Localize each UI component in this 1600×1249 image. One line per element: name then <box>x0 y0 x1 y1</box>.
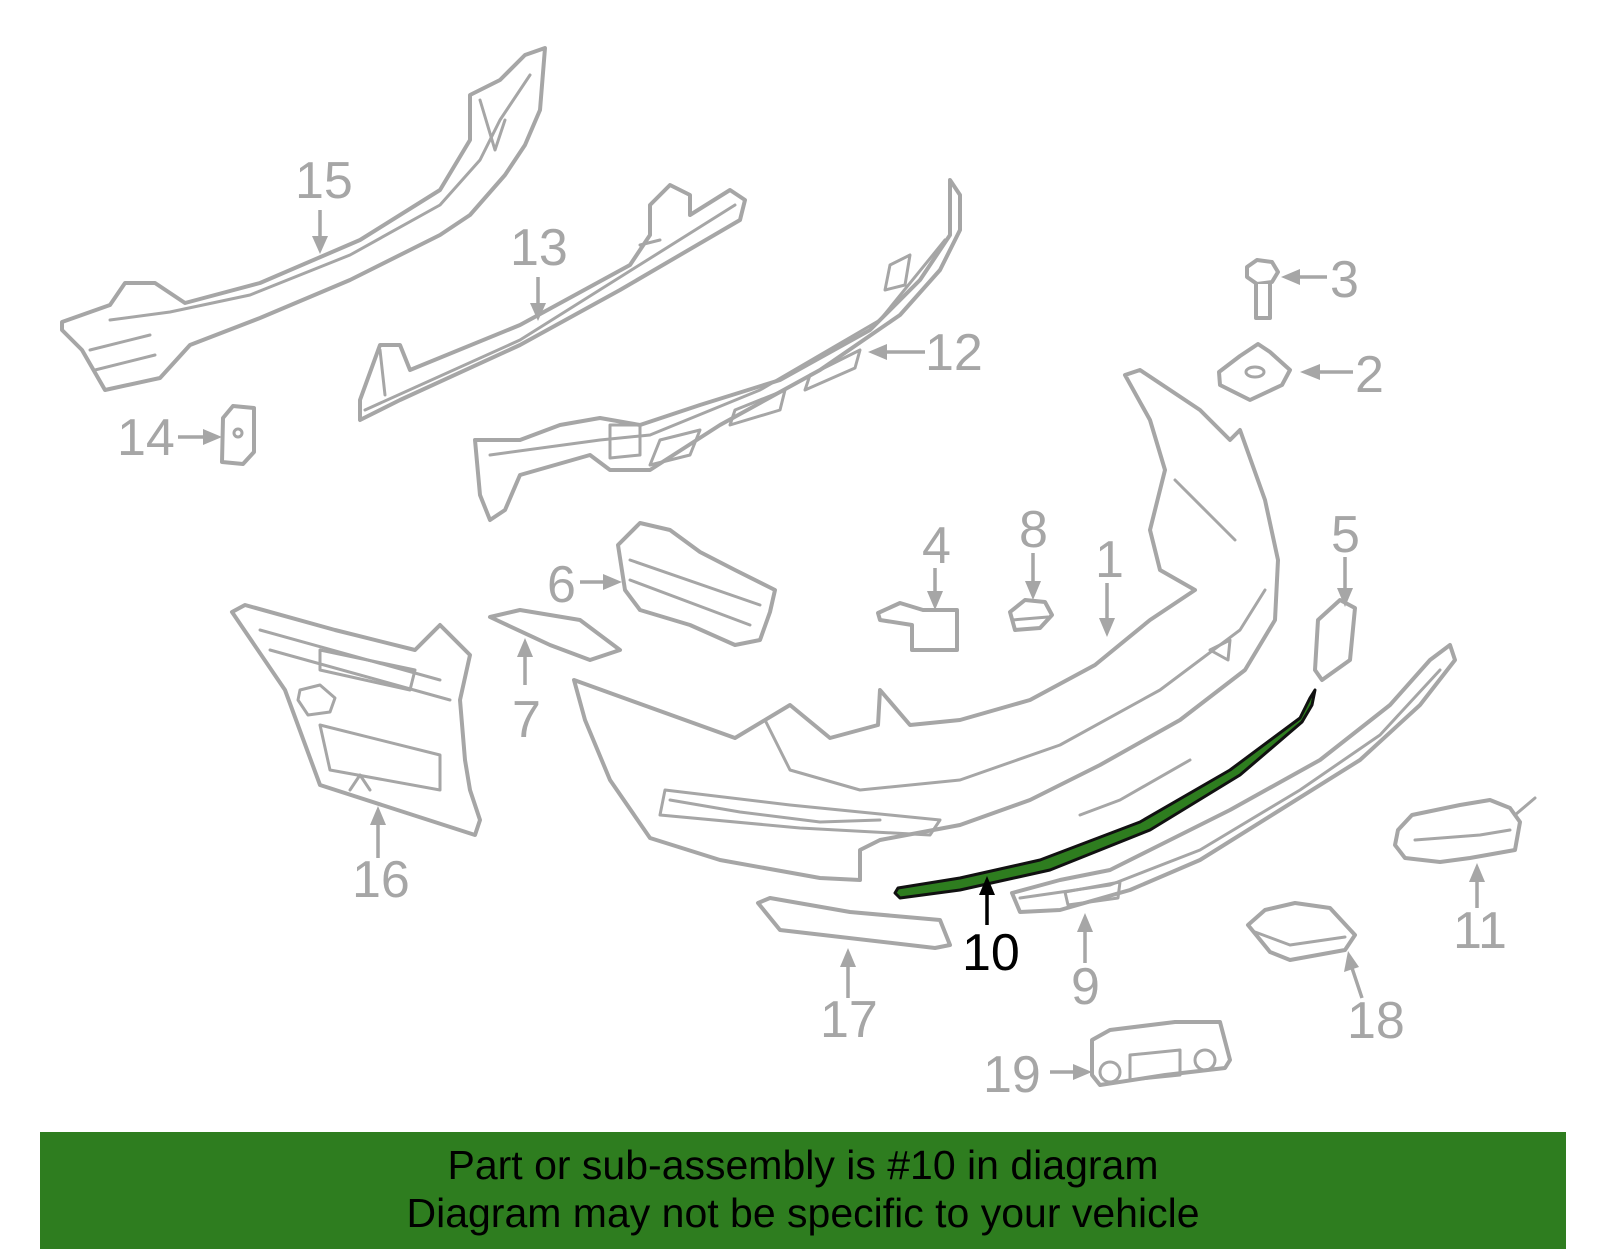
part-6-side-bracket[interactable] <box>616 521 777 647</box>
part-8-clip[interactable] <box>1008 598 1054 632</box>
part-3-bolt[interactable] <box>1245 258 1280 320</box>
callout-16: 16 <box>352 851 410 909</box>
part-5-reflector[interactable] <box>1313 598 1357 682</box>
callout-8: 8 <box>1019 501 1048 559</box>
part-15-bumper-carrier[interactable] <box>60 46 547 392</box>
callout-1: 1 <box>1095 531 1124 589</box>
callout-7: 7 <box>512 691 541 749</box>
callout-19: 19 <box>983 1046 1041 1104</box>
part-18-control-module[interactable] <box>1246 901 1357 962</box>
callout-2: 2 <box>1355 346 1384 404</box>
callout-13: 13 <box>510 219 568 277</box>
banner-part-notice: Part or sub-assembly is #10 in diagram <box>447 1142 1159 1188</box>
part-10-highlighted-trim-strip[interactable] <box>893 688 1317 900</box>
callout-10: 10 <box>962 924 1020 982</box>
callout-5: 5 <box>1331 506 1360 564</box>
callout-labels: 15 13 12 14 3 2 6 7 4 8 1 5 16 10 9 11 1… <box>117 152 1507 1104</box>
part-7-trim-strip[interactable] <box>488 608 622 662</box>
part-19-sensor-housing[interactable] <box>1090 1020 1232 1087</box>
part-13-reinforcement-bar[interactable] <box>358 183 747 422</box>
part-12-energy-absorber[interactable] <box>473 178 962 522</box>
callout-3: 3 <box>1330 251 1359 309</box>
callout-17: 17 <box>820 991 878 1049</box>
part-1-bumper-cover[interactable] <box>572 368 1280 882</box>
callout-4: 4 <box>922 517 951 575</box>
callout-11: 11 <box>1453 902 1507 960</box>
part-17-lower-trim[interactable] <box>756 896 952 950</box>
part-14-bracket-plate[interactable] <box>220 404 256 466</box>
part-2-clip-nut[interactable] <box>1217 342 1292 402</box>
part-16-side-support[interactable] <box>230 603 482 837</box>
callout-9: 9 <box>1071 958 1100 1016</box>
info-banner: Part or sub-assembly is #10 in diagram D… <box>40 1132 1566 1249</box>
part-4-sensor-bracket[interactable] <box>876 601 959 652</box>
part-9-lower-diffuser[interactable] <box>1010 643 1457 914</box>
callout-14: 14 <box>117 409 175 467</box>
callout-12: 12 <box>925 324 983 382</box>
callout-6: 6 <box>547 556 576 614</box>
callout-15: 15 <box>295 152 353 210</box>
leader-lines <box>178 210 1485 1080</box>
banner-vehicle-disclaimer: Diagram may not be specific to your vehi… <box>406 1190 1200 1236</box>
callout-18: 18 <box>1347 992 1405 1050</box>
part-11-exhaust-tip[interactable] <box>1393 796 1537 864</box>
